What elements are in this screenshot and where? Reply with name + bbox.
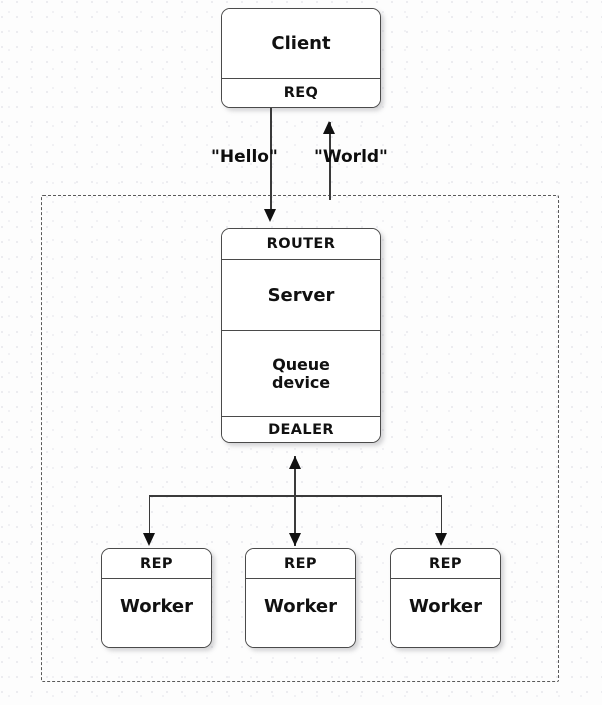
worker-1-arrowhead <box>142 533 155 546</box>
request-flow-arrowhead <box>264 209 277 222</box>
worker-3-arrowhead <box>434 533 447 546</box>
client-title: Client <box>222 9 380 78</box>
worker-2-arrowhead <box>288 533 301 546</box>
worker-node-2[interactable]: REP Worker <box>245 548 356 648</box>
request-flow-label: "Hello" <box>211 147 278 167</box>
client-req-socket: REQ <box>222 77 380 107</box>
worker-1-branch-line <box>148 495 151 534</box>
worker-1-rep-socket: REP <box>102 549 211 579</box>
reply-flow-label: "World" <box>314 147 388 167</box>
worker-1-title: Worker <box>102 578 211 647</box>
worker-node-3[interactable]: REP Worker <box>390 548 501 648</box>
dealer-bus-arrowhead-up <box>288 456 301 469</box>
request-flow-line <box>270 108 272 210</box>
server-broker-node[interactable]: ROUTER Server Queue device DEALER <box>221 228 381 443</box>
dealer-bus-line <box>294 456 296 546</box>
reply-flow-line <box>329 122 331 200</box>
worker-3-title: Worker <box>391 578 500 647</box>
server-queue-device-label: Queue device <box>222 330 380 416</box>
worker-3-rep-socket: REP <box>391 549 500 579</box>
worker-2-rep-socket: REP <box>246 549 355 579</box>
client-node[interactable]: Client REQ <box>221 8 381 108</box>
server-router-socket: ROUTER <box>222 229 380 259</box>
worker-2-title: Worker <box>246 578 355 647</box>
server-dealer-socket: DEALER <box>222 416 380 442</box>
broker-boundary-region <box>41 195 559 682</box>
worker-node-1[interactable]: REP Worker <box>101 548 212 648</box>
worker-distribution-bus <box>149 495 442 497</box>
reply-flow-arrowhead <box>323 121 336 134</box>
worker-3-branch-line <box>440 495 443 534</box>
server-title: Server <box>222 259 380 330</box>
